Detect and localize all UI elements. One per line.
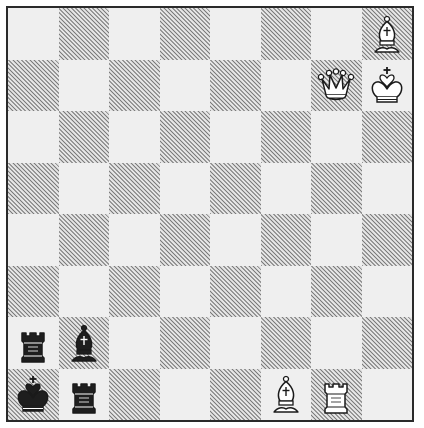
square-e5[interactable] bbox=[210, 163, 261, 215]
square-e7[interactable] bbox=[210, 60, 261, 112]
square-e4[interactable] bbox=[210, 214, 261, 266]
square-a6[interactable] bbox=[8, 111, 59, 163]
square-d7[interactable] bbox=[160, 60, 211, 112]
square-b4[interactable] bbox=[59, 214, 110, 266]
white-rook-icon[interactable] bbox=[316, 374, 356, 414]
square-c1[interactable] bbox=[109, 369, 160, 421]
white-queen-icon[interactable] bbox=[316, 65, 356, 105]
square-e6[interactable] bbox=[210, 111, 261, 163]
square-e3[interactable] bbox=[210, 266, 261, 318]
square-e2[interactable] bbox=[210, 317, 261, 369]
square-d1[interactable] bbox=[160, 369, 211, 421]
square-e8[interactable] bbox=[210, 8, 261, 60]
square-f5[interactable] bbox=[261, 163, 312, 215]
square-b1[interactable] bbox=[59, 369, 110, 421]
square-h8[interactable] bbox=[362, 8, 413, 60]
square-g3[interactable] bbox=[311, 266, 362, 318]
square-h6[interactable] bbox=[362, 111, 413, 163]
white-bishop-icon[interactable] bbox=[266, 374, 306, 414]
black-rook-icon[interactable] bbox=[13, 323, 53, 363]
square-d4[interactable] bbox=[160, 214, 211, 266]
square-h4[interactable] bbox=[362, 214, 413, 266]
square-g1[interactable] bbox=[311, 369, 362, 421]
square-a8[interactable] bbox=[8, 8, 59, 60]
square-b5[interactable] bbox=[59, 163, 110, 215]
square-b3[interactable] bbox=[59, 266, 110, 318]
square-b6[interactable] bbox=[59, 111, 110, 163]
white-king-icon[interactable] bbox=[367, 65, 407, 105]
square-f8[interactable] bbox=[261, 8, 312, 60]
square-b7[interactable] bbox=[59, 60, 110, 112]
square-b2[interactable] bbox=[59, 317, 110, 369]
square-d5[interactable] bbox=[160, 163, 211, 215]
square-a7[interactable] bbox=[8, 60, 59, 112]
white-bishop-icon[interactable] bbox=[367, 14, 407, 54]
black-king-icon[interactable] bbox=[13, 374, 53, 414]
square-f1[interactable] bbox=[261, 369, 312, 421]
square-g7[interactable] bbox=[311, 60, 362, 112]
square-f7[interactable] bbox=[261, 60, 312, 112]
square-b8[interactable] bbox=[59, 8, 110, 60]
square-c3[interactable] bbox=[109, 266, 160, 318]
chess-board bbox=[6, 6, 414, 422]
square-h3[interactable] bbox=[362, 266, 413, 318]
square-a5[interactable] bbox=[8, 163, 59, 215]
square-c8[interactable] bbox=[109, 8, 160, 60]
square-h2[interactable] bbox=[362, 317, 413, 369]
square-g6[interactable] bbox=[311, 111, 362, 163]
square-h1[interactable] bbox=[362, 369, 413, 421]
square-h5[interactable] bbox=[362, 163, 413, 215]
square-f2[interactable] bbox=[261, 317, 312, 369]
square-f6[interactable] bbox=[261, 111, 312, 163]
square-a1[interactable] bbox=[8, 369, 59, 421]
square-e1[interactable] bbox=[210, 369, 261, 421]
square-c2[interactable] bbox=[109, 317, 160, 369]
square-a2[interactable] bbox=[8, 317, 59, 369]
square-a3[interactable] bbox=[8, 266, 59, 318]
square-a4[interactable] bbox=[8, 214, 59, 266]
square-g2[interactable] bbox=[311, 317, 362, 369]
black-bishop-icon[interactable] bbox=[64, 323, 104, 363]
square-d8[interactable] bbox=[160, 8, 211, 60]
square-f4[interactable] bbox=[261, 214, 312, 266]
square-d3[interactable] bbox=[160, 266, 211, 318]
square-h7[interactable] bbox=[362, 60, 413, 112]
square-g5[interactable] bbox=[311, 163, 362, 215]
square-c5[interactable] bbox=[109, 163, 160, 215]
square-d2[interactable] bbox=[160, 317, 211, 369]
black-rook-icon[interactable] bbox=[64, 374, 104, 414]
square-c4[interactable] bbox=[109, 214, 160, 266]
square-f3[interactable] bbox=[261, 266, 312, 318]
square-c6[interactable] bbox=[109, 111, 160, 163]
square-c7[interactable] bbox=[109, 60, 160, 112]
square-g4[interactable] bbox=[311, 214, 362, 266]
square-g8[interactable] bbox=[311, 8, 362, 60]
square-d6[interactable] bbox=[160, 111, 211, 163]
